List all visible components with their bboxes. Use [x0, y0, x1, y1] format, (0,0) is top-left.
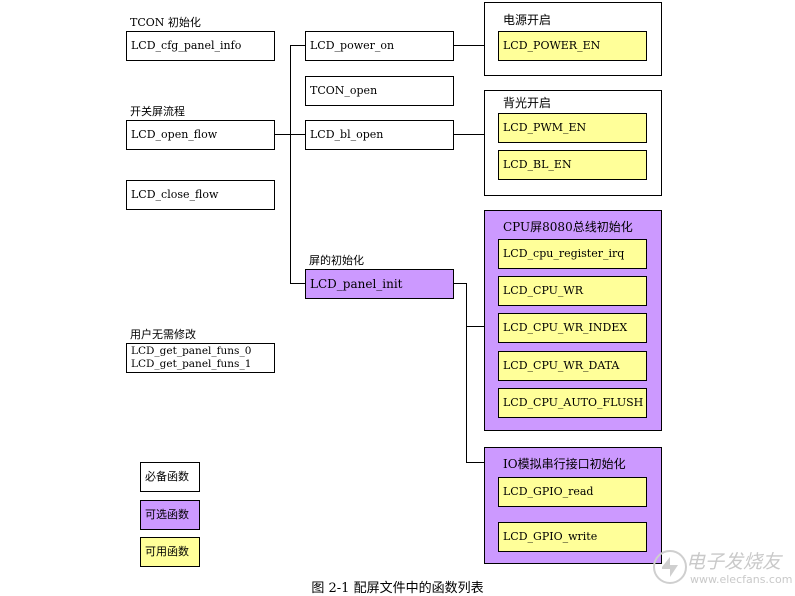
lcd-gpio-write-box: LCD_GPIO_write [498, 522, 647, 552]
lcd-cpu-auto-flush-box: LCD_CPU_AUTO_FLUSH [498, 388, 647, 418]
lcd-pwm-en-text: LCD_PWM_EN [503, 121, 587, 135]
lcd-cpu-register-irq-box: LCD_cpu_register_irq [498, 239, 647, 269]
connector-line [454, 45, 498, 46]
cpu8080-group-title: CPU屏8080总线初始化 [503, 220, 633, 234]
lcd-close-flow-text: LCD_close_flow [131, 188, 219, 202]
lcd-cpu-auto-flush-text: LCD_CPU_AUTO_FLUSH [503, 396, 644, 410]
legend-required-text: 必备函数 [145, 470, 189, 484]
connector-line [466, 462, 484, 463]
figure-caption: 图 2-1 配屏文件中的函数列表 [311, 581, 484, 596]
connector-line [275, 134, 290, 135]
lcd-cpu-wr-index-box: LCD_CPU_WR_INDEX [498, 313, 647, 343]
lcd-close-flow-box: LCD_close_flow [126, 180, 275, 210]
power-group-title: 电源开启 [503, 13, 552, 27]
panel-init-label: 屏的初始化 [309, 254, 364, 267]
lcd-open-flow-text: LCD_open_flow [131, 128, 218, 142]
connector-line [305, 66, 455, 67]
backlight-group-title: 背光开启 [503, 96, 552, 110]
lcd-bl-open-box: LCD_bl_open [305, 120, 454, 150]
lcd-cpu-wr-text: LCD_CPU_WR [503, 284, 584, 298]
tcon-init-label: TCON 初始化 [130, 16, 201, 29]
lcd-bl-en-box: LCD_BL_EN [498, 150, 647, 180]
lcd-panel-init-box: LCD_panel_init [305, 269, 454, 299]
lcd-power-on-text: LCD_power_on [310, 39, 395, 53]
lcd-power-en-box: LCD_POWER_EN [498, 31, 647, 61]
lcd-power-on-box: LCD_power_on [305, 31, 454, 61]
lcd-cfg-panel-info-text: LCD_cfg_panel_info [131, 39, 242, 53]
legend-available: 可用函数 [140, 537, 200, 567]
tcon-open-box: TCON_open [305, 76, 454, 106]
lcd-bl-open-text: LCD_bl_open [310, 128, 384, 142]
lcd-gpio-read-box: LCD_GPIO_read [498, 477, 647, 507]
connector-line [290, 283, 305, 284]
watermark-logo: 电子发烧友 www.elecfans.com [652, 543, 792, 593]
connector-line [290, 134, 305, 135]
tcon-open-text: TCON_open [310, 84, 378, 98]
connector-line [466, 283, 467, 462]
lcd-cpu-wr-data-box: LCD_CPU_WR_DATA [498, 351, 647, 381]
lcd-gpio-write-text: LCD_GPIO_write [503, 530, 598, 544]
connector-line [454, 283, 466, 284]
io-serial-group-title: IO模拟串行接口初始化 [503, 457, 626, 471]
lcd-get-panel-funs-0-text: LCD_get_panel_funs_0 [131, 345, 252, 358]
lcd-bl-en-text: LCD_BL_EN [503, 158, 572, 172]
watermark-icon [653, 550, 687, 584]
lcd-panel-init-text: LCD_panel_init [310, 276, 403, 291]
lcd-gpio-read-text: LCD_GPIO_read [503, 485, 594, 499]
legend-optional-text: 可选函数 [145, 508, 189, 522]
connector-line [466, 326, 484, 327]
user-no-modify-label: 用户无需修改 [130, 328, 196, 341]
lcd-power-en-text: LCD_POWER_EN [503, 39, 601, 53]
watermark-line2: www.elecfans.com [690, 573, 793, 586]
watermark-line1: 电子发烧友 [686, 551, 782, 573]
lcd-open-flow-box: LCD_open_flow [126, 120, 275, 150]
open-close-flow-label: 开关屏流程 [130, 105, 185, 118]
lcd-pwm-en-box: LCD_PWM_EN [498, 113, 647, 143]
legend-available-text: 可用函数 [145, 545, 189, 559]
lcd-get-panel-funs-box: LCD_get_panel_funs_0 LCD_get_panel_funs_… [126, 343, 275, 373]
lcd-cpu-wr-box: LCD_CPU_WR [498, 276, 647, 306]
lcd-cpu-wr-index-text: LCD_CPU_WR_INDEX [503, 321, 628, 335]
lcd-cfg-panel-info-box: LCD_cfg_panel_info [126, 31, 275, 61]
legend-optional: 可选函数 [140, 500, 200, 530]
connector-line [290, 45, 305, 46]
lcd-cpu-wr-data-text: LCD_CPU_WR_DATA [503, 359, 620, 373]
connector-line [454, 134, 484, 135]
lcd-get-panel-funs-1-text: LCD_get_panel_funs_1 [131, 358, 252, 370]
lcd-cpu-register-irq-text: LCD_cpu_register_irq [503, 247, 625, 261]
legend-required: 必备函数 [140, 462, 200, 492]
connector-line [290, 45, 291, 284]
